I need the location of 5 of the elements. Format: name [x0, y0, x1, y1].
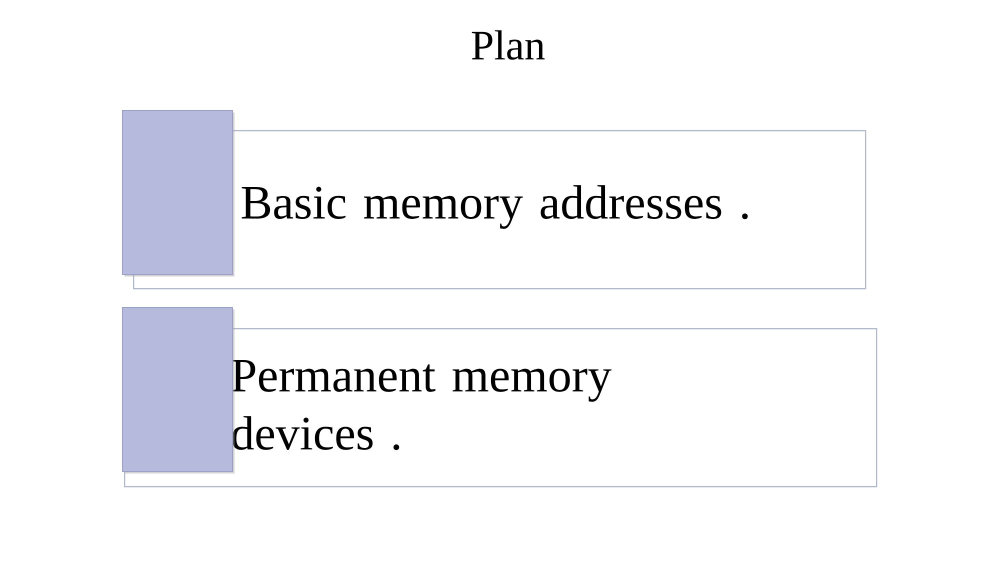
item-text: Permanent memory devices . [232, 360, 612, 450]
slide-title: Plan [472, 30, 545, 60]
item-text: Basic memory addresses . [242, 185, 748, 229]
tab-block [122, 110, 234, 276]
tab-block [122, 307, 234, 474]
